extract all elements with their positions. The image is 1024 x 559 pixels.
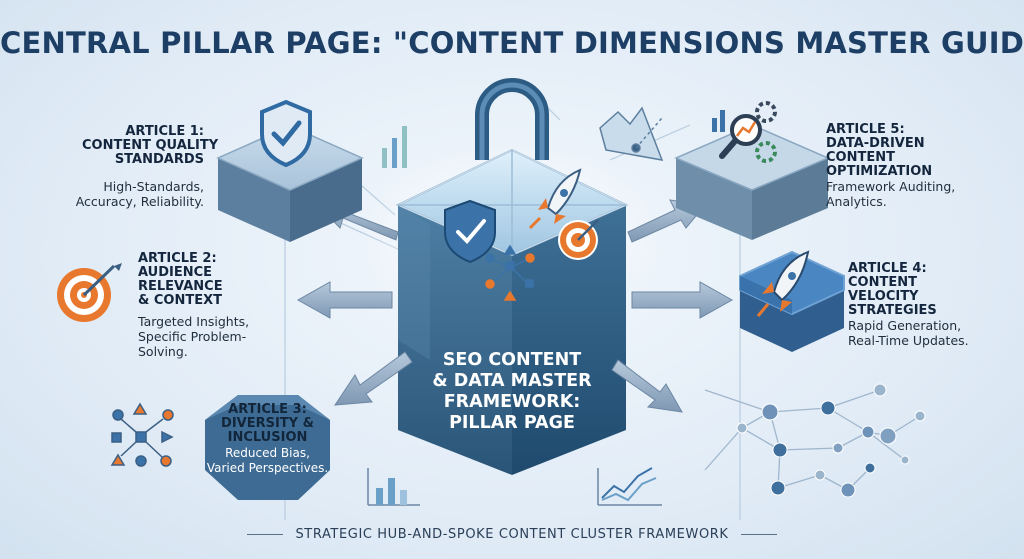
article-4-title: ARTICLE 4: CONTENT VELOCITY STRATEGIES — [848, 262, 937, 318]
article-3-desc-line: Reduced Bias, — [225, 446, 310, 460]
arrow-bottom-right — [611, 359, 683, 413]
article-2-title-line: & CONTEXT — [138, 293, 222, 308]
decor-network-nodes — [736, 383, 926, 498]
article-3-desc-line: Varied Perspectives. — [206, 461, 329, 475]
article-1-shield-icon — [260, 99, 312, 168]
article-5-title: ARTICLE 5: DATA-DRIVEN CONTENT OPTIMIZAT… — [826, 123, 932, 179]
article-2-desc-line: Solving. — [138, 344, 188, 359]
article-1-desc-line: High-Standards, — [103, 179, 204, 194]
decor-mountain-icon — [599, 106, 664, 161]
article-4-title-line: CONTENT — [848, 275, 917, 290]
article-3-shapes-network-icon — [110, 402, 174, 467]
article-2-title-line: RELEVANCE — [138, 279, 223, 294]
article-1-desc-line: Accuracy, Reliability. — [75, 194, 204, 209]
article-5-title-line: DATA-DRIVEN — [826, 136, 925, 151]
hub-shield-icon — [444, 199, 496, 264]
hub-rocket-icon — [528, 168, 582, 230]
article-2-desc-line: Targeted Insights, — [138, 314, 250, 329]
article-5-desc-line: Framework Auditing, — [826, 179, 956, 194]
article-5-box — [674, 124, 830, 240]
article-5-title-line: ARTICLE 5: — [826, 122, 905, 137]
article-4-rocket-icon — [756, 250, 810, 317]
arrow-to-article-4 — [631, 281, 734, 319]
article-5-description: Framework Auditing, Analytics. — [826, 179, 955, 209]
article-4-desc-line: Real-Time Updates. — [848, 333, 969, 348]
article-4-title-line: ARTICLE 4: — [848, 261, 927, 276]
footer-caption: STRATEGIC HUB-AND-SPOKE CONTENT CLUSTER … — [0, 527, 1024, 542]
hub-label: SEO CONTENT & DATA MASTER FRAMEWORK: PIL… — [412, 350, 612, 434]
decor-line-chart-bottom — [597, 467, 662, 506]
article-1-description: High-Standards, Accuracy, Reliability. — [40, 179, 204, 209]
article-1-title: ARTICLE 1: CONTENT QUALITY STANDARDS — [82, 124, 219, 167]
article-2-title: ARTICLE 2: AUDIENCE RELEVANCE & CONTEXT — [138, 252, 223, 308]
article-4-title-line: VELOCITY — [848, 289, 919, 304]
footer-label: STRATEGIC HUB-AND-SPOKE CONTENT CLUSTER … — [295, 527, 729, 542]
article-3-title-line: ARTICLE 3: — [228, 402, 307, 417]
hub-label-line: PILLAR PAGE — [449, 413, 575, 433]
article-1-title-line: ARTICLE 1: — [125, 124, 204, 139]
article-2-desc-line: Specific Problem- — [138, 329, 247, 344]
article-2-description: Targeted Insights, Specific Problem- Sol… — [138, 314, 249, 359]
decor-bar-chart-bottom — [367, 468, 420, 506]
hub-label-line: & DATA MASTER — [432, 371, 592, 391]
article-2-target-icon — [57, 263, 122, 322]
article-5-title-line: CONTENT — [826, 150, 895, 165]
article-3-title-line: DIVERSITY & — [221, 416, 314, 431]
article-3-box — [205, 395, 330, 500]
article-1-title-line: STANDARDS — [114, 152, 204, 167]
article-3-title: ARTICLE 3: DIVERSITY & INCLUSION — [205, 403, 330, 445]
hub-label-line: FRAMEWORK: — [443, 392, 581, 412]
article-4-desc-line: Rapid Generation, — [848, 318, 962, 333]
article-2-title-line: ARTICLE 2: — [138, 251, 217, 266]
decor-bar-chart-top — [382, 126, 407, 168]
footer-rule-right — [740, 534, 777, 535]
page-title: CENTRAL PILLAR PAGE: "CONTENT DIMENSIONS… — [0, 26, 1024, 60]
article-3-description: Reduced Bias, Varied Perspectives. — [190, 446, 345, 476]
article-5-title-line: OPTIMIZATION — [826, 164, 933, 179]
arrow-to-article-2 — [296, 281, 393, 319]
article-2-title-line: AUDIENCE — [138, 265, 213, 280]
footer-rule-left — [247, 534, 284, 535]
article-3-title-line: INCLUSION — [227, 430, 308, 445]
article-1-title-line: CONTENT QUALITY — [82, 138, 219, 153]
article-4-title-line: STRATEGIES — [848, 303, 937, 318]
article-5-desc-line: Analytics. — [826, 194, 887, 209]
article-5-magnifier-chart-gears-icon — [712, 101, 777, 163]
arrow-to-article-3 — [334, 351, 413, 406]
hub-label-line: SEO CONTENT — [442, 350, 582, 370]
hub-network-icon — [485, 244, 535, 301]
hub-target-icon — [558, 219, 599, 260]
article-4-description: Rapid Generation, Real-Time Updates. — [848, 318, 969, 348]
